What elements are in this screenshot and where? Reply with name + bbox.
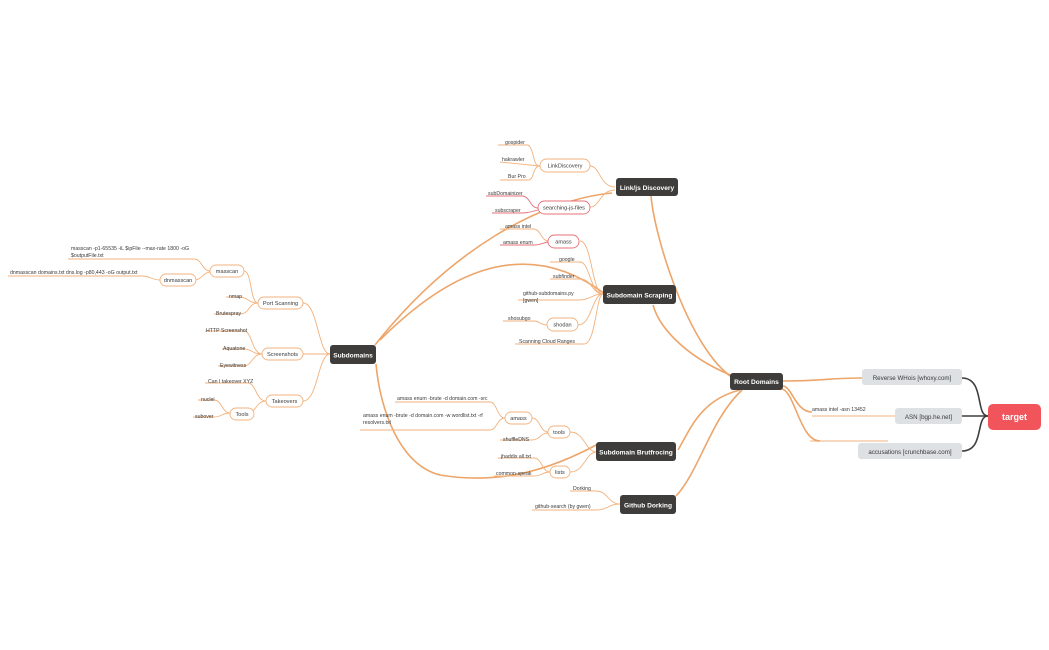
hub-subdomain-brutforcing-label: Subdomain Brutfrocing [599,450,673,457]
brute-amass-label: amass [510,416,527,422]
leaf-hakrawler: hakrawler [502,157,525,163]
takeover-tools-node[interactable]: Tools [229,407,255,421]
hub-root-domains-label: Root Domains [734,379,779,386]
hub-github-dorking-label: Github Dorking [624,503,672,510]
leaf-github-subdomains: github-subdomains.py [523,291,574,297]
brute-tools-label: tools [553,430,565,436]
brute-tools-node[interactable]: tools [547,425,571,439]
hub-subdomains-label: Subdomains [333,353,373,360]
connector-lines [8,144,989,511]
hub-link-discovery-label: Link/js Discovery [620,185,675,192]
source-asn-node[interactable]: ASN [bgp.he.net] [895,408,962,424]
screenshots-node[interactable]: Screenshots [261,347,304,361]
hub-subdomain-scraping-label: Subdomain Scraping [607,293,673,300]
brute-lists-node[interactable]: lists [549,465,571,479]
scraping-shodan-label: shodan [553,323,571,329]
leaf-subfinder: subfinder [553,274,575,280]
source-crunchbase-label: accusations [crunchbase.com] [868,449,952,456]
masscan-label: masscan [216,269,238,275]
leaf-amass-brute-wordlist: amass enum -brute -d domain.com -w wordl… [363,413,483,419]
leaf-subdomainizer: subDomainizer [488,191,523,197]
scraping-shodan-node[interactable]: shodan [546,317,579,332]
leaf-subover: subover [195,414,214,420]
port-scanning-node[interactable]: Port Scanning [257,296,304,310]
scraping-amass-label: amass [555,240,572,246]
target-node[interactable]: target [988,404,1041,430]
linkdiscovery-label: LinkDiscovery [548,164,583,170]
searching-js-node[interactable]: searching-js-files [537,200,591,215]
leaf-brutespray: Brutespray [216,311,241,317]
hub-github-dorking[interactable]: Github Dorking [620,495,676,514]
hub-subdomain-brutforcing[interactable]: Subdomain Brutfrocing [596,442,676,461]
brute-amass-node[interactable]: amass [504,411,533,425]
leaf-jhaddix: jhaddix all.txt [500,454,532,460]
leaf-eyewitness: Eyewitness [220,363,247,369]
source-whois-node[interactable]: Reverse WHois [whoxy.com] [862,369,962,385]
source-crunchbase-node[interactable]: accusations [crunchbase.com] [858,443,962,459]
leaf-google: google [559,257,575,263]
masscan-node[interactable]: masscan [209,264,245,278]
leaf-dorking: Dorking [573,486,591,492]
scraping-amass-node[interactable]: amass [547,234,580,249]
takeover-tools-label: Tools [235,412,248,418]
takeovers-node[interactable]: Takeovers [265,394,304,408]
leaf-cloud-ranges: Scanning Cloud Ranges [519,339,575,345]
leaf-masscan-cmd: masscan -p1-65535 -iL $ipFile --max-rate… [71,246,189,252]
dnmasscan-label: dnmasscan [164,278,193,284]
source-asn-label: ASN [bgp.he.net] [905,414,952,421]
leaf-amass-intel: amass intel [505,224,531,230]
leaf-amass-brute-src: amass enum -brute -d domain.com -src [397,396,488,402]
asn-command: amass intel -asn 13452 [812,407,866,413]
port-scanning-label: Port Scanning [263,301,298,307]
leaf-gospider: gospider [505,140,525,146]
hub-root-domains[interactable]: Root Domains [730,373,783,390]
hub-subdomain-scraping[interactable]: Subdomain Scraping [603,285,676,304]
searching-js-label: searching-js-files [543,206,585,212]
leaf-nuclei: nuclei [201,397,215,403]
leaf-shuffledns: shuffleDNS [503,437,530,443]
leaf-amass-enum: amass enum [503,240,533,246]
screenshots-label: Screenshots [267,352,298,358]
leaf-burp: Bur Pro [508,174,526,180]
linkdiscovery-node[interactable]: LinkDiscovery [539,158,591,173]
dnmasscan-node[interactable]: dnmasscan [159,273,197,287]
hub-link-discovery[interactable]: Link/js Discovery [616,178,678,196]
source-whois-label: Reverse WHois [whoxy.com] [873,375,952,382]
leaf-dnmasscan-cmd: dnmasscan domains.txt dns.log -p80,443 -… [10,270,138,276]
brute-lists-label: lists [555,470,565,476]
leaf-subscraper: subscraper [495,208,521,214]
takeovers-label: Takeovers [272,399,298,405]
leaf-http-screenshot: HTTP Screenshot [206,328,248,334]
leaf-can-i-takeover: Can I takeover XYZ [208,379,253,385]
leaf-nmap: nmap [229,294,242,300]
leaf-github-search: github-search (by gwen) [535,504,591,510]
leaf-shosubgo: shosubgo [508,316,531,322]
leaf-github-subdomains-author: [gwen] [523,298,539,304]
leaf-amass-brute-resolvers: resolvers.txt [363,420,392,426]
hub-subdomains[interactable]: Subdomains [330,345,376,364]
leaf-common-speak: common-speak [496,471,532,477]
leaf-masscan-cmd-output: $outputFile.txt [71,253,104,259]
leaf-aquatone: Aquatone [223,346,245,352]
target-label: target [1002,412,1027,422]
